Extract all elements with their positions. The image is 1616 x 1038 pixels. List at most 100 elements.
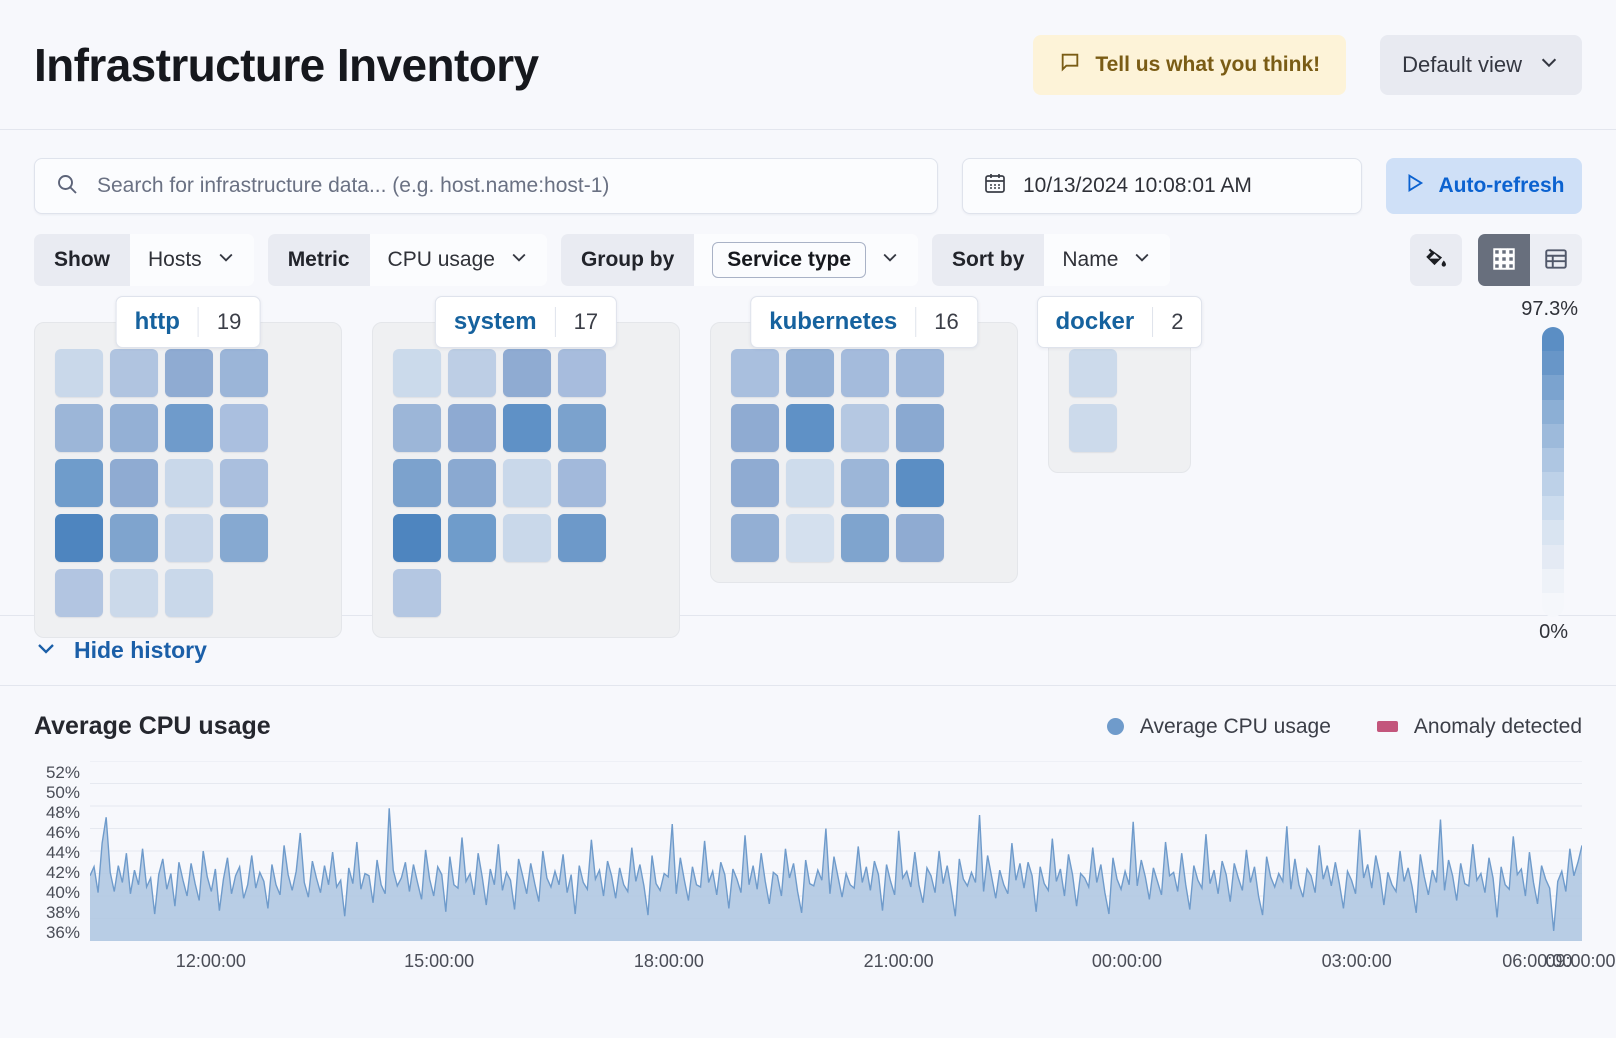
host-cell[interactable] bbox=[448, 459, 496, 507]
x-tick-label: 21:00:00 bbox=[863, 951, 934, 971]
host-cell[interactable] bbox=[165, 349, 213, 397]
feedback-button[interactable]: Tell us what you think! bbox=[1033, 34, 1347, 95]
host-cell[interactable] bbox=[165, 569, 213, 617]
host-cell[interactable] bbox=[220, 404, 268, 452]
host-cell[interactable] bbox=[503, 404, 551, 452]
host-cell[interactable] bbox=[220, 349, 268, 397]
x-tick-label: 03:00:00 bbox=[1321, 951, 1392, 971]
host-cell[interactable] bbox=[55, 459, 103, 507]
hide-history-button[interactable]: Hide history bbox=[34, 636, 207, 666]
host-cell[interactable] bbox=[55, 404, 103, 452]
host-cell[interactable] bbox=[165, 514, 213, 562]
host-cell[interactable] bbox=[896, 514, 944, 562]
host-cell[interactable] bbox=[896, 404, 944, 452]
search-icon bbox=[55, 172, 79, 201]
host-cell[interactable] bbox=[841, 514, 889, 562]
host-cell[interactable] bbox=[1069, 404, 1117, 452]
host-cell[interactable] bbox=[448, 514, 496, 562]
host-cell[interactable] bbox=[896, 459, 944, 507]
host-cell[interactable] bbox=[558, 404, 606, 452]
filter-metric-value[interactable]: CPU usage bbox=[369, 234, 547, 286]
history-toggle-row: Hide history bbox=[0, 616, 1616, 686]
legend-label: Anomaly detected bbox=[1413, 714, 1582, 738]
host-cell[interactable] bbox=[393, 459, 441, 507]
host-cell[interactable] bbox=[558, 459, 606, 507]
table-view-icon bbox=[1543, 246, 1569, 275]
host-cell[interactable] bbox=[165, 404, 213, 452]
search-box[interactable] bbox=[34, 158, 938, 214]
y-tick-label: 38% bbox=[45, 903, 80, 922]
host-cell[interactable] bbox=[896, 349, 944, 397]
filter-sort-by-value[interactable]: Name bbox=[1044, 234, 1171, 286]
host-cell[interactable] bbox=[731, 349, 779, 397]
filter-group-by-value[interactable]: Service type bbox=[694, 234, 919, 286]
area-fill bbox=[90, 808, 1582, 941]
legend-label: Average CPU usage bbox=[1139, 714, 1331, 738]
host-cell[interactable] bbox=[220, 514, 268, 562]
host-cell[interactable] bbox=[220, 459, 268, 507]
host-cell[interactable] bbox=[558, 349, 606, 397]
host-cell[interactable] bbox=[55, 569, 103, 617]
host-cell[interactable] bbox=[731, 514, 779, 562]
auto-refresh-button[interactable]: Auto-refresh bbox=[1386, 158, 1582, 214]
date-picker[interactable]: 10/13/2024 10:08:01 AM bbox=[962, 158, 1362, 214]
host-cell[interactable] bbox=[110, 404, 158, 452]
legend-item-average-cpu-usage[interactable]: Average CPU usage bbox=[1106, 714, 1331, 739]
host-cell[interactable] bbox=[393, 569, 441, 617]
host-cell[interactable] bbox=[841, 349, 889, 397]
host-cell[interactable] bbox=[786, 404, 834, 452]
host-cell[interactable] bbox=[786, 349, 834, 397]
filter-row: Show Hosts Metric CPU usage Group by Ser… bbox=[0, 214, 1616, 286]
grid-view-toggle[interactable] bbox=[1478, 234, 1530, 286]
host-cell[interactable] bbox=[165, 459, 213, 507]
host-cell[interactable] bbox=[448, 404, 496, 452]
group-name-link[interactable]: system bbox=[453, 308, 537, 335]
host-cell[interactable] bbox=[731, 459, 779, 507]
y-tick-label: 40% bbox=[45, 883, 80, 902]
host-cell[interactable] bbox=[110, 349, 158, 397]
group-name-link[interactable]: kubernetes bbox=[769, 308, 898, 335]
page-header: Infrastructure Inventory Tell us what yo… bbox=[0, 0, 1616, 130]
table-view-toggle[interactable] bbox=[1530, 234, 1582, 286]
host-cell[interactable] bbox=[731, 404, 779, 452]
view-selector-button[interactable]: Default view bbox=[1380, 34, 1582, 95]
view-controls bbox=[1410, 234, 1582, 286]
host-cell[interactable] bbox=[841, 459, 889, 507]
chevron-down-icon bbox=[1132, 247, 1152, 273]
host-cell[interactable] bbox=[393, 404, 441, 452]
group-name-link[interactable]: http bbox=[134, 308, 180, 335]
host-cell[interactable] bbox=[503, 349, 551, 397]
group-name-link[interactable]: docker bbox=[1055, 308, 1135, 335]
y-tick-label: 42% bbox=[45, 863, 80, 882]
host-cell[interactable] bbox=[110, 569, 158, 617]
filter-group-by-label: Group by bbox=[560, 234, 695, 286]
legend-min-label: 0% bbox=[1539, 621, 1568, 643]
comment-icon bbox=[1059, 51, 1081, 79]
history-chart-panel: Average CPU usage Average CPU usage Anom… bbox=[0, 686, 1616, 977]
fill-color-button[interactable] bbox=[1410, 234, 1462, 286]
host-cell[interactable] bbox=[503, 514, 551, 562]
group-cells bbox=[710, 322, 1018, 583]
host-cell[interactable] bbox=[110, 514, 158, 562]
filter-show-value[interactable]: Hosts bbox=[130, 234, 254, 286]
search-input[interactable] bbox=[95, 173, 917, 199]
host-cell[interactable] bbox=[55, 349, 103, 397]
host-cell[interactable] bbox=[110, 459, 158, 507]
legend-item-anomaly-detected[interactable]: Anomaly detected bbox=[1376, 714, 1582, 739]
host-cell[interactable] bbox=[1069, 349, 1117, 397]
chevron-down-icon bbox=[34, 636, 58, 666]
host-cell[interactable] bbox=[558, 514, 606, 562]
host-cell[interactable] bbox=[503, 459, 551, 507]
host-cell[interactable] bbox=[393, 349, 441, 397]
host-cell[interactable] bbox=[786, 459, 834, 507]
host-cell[interactable] bbox=[393, 514, 441, 562]
host-cell[interactable] bbox=[841, 404, 889, 452]
host-cell[interactable] bbox=[55, 514, 103, 562]
host-cell[interactable] bbox=[786, 514, 834, 562]
legend-step bbox=[1542, 496, 1564, 521]
host-cell[interactable] bbox=[448, 349, 496, 397]
filter-show: Show Hosts bbox=[34, 234, 254, 286]
